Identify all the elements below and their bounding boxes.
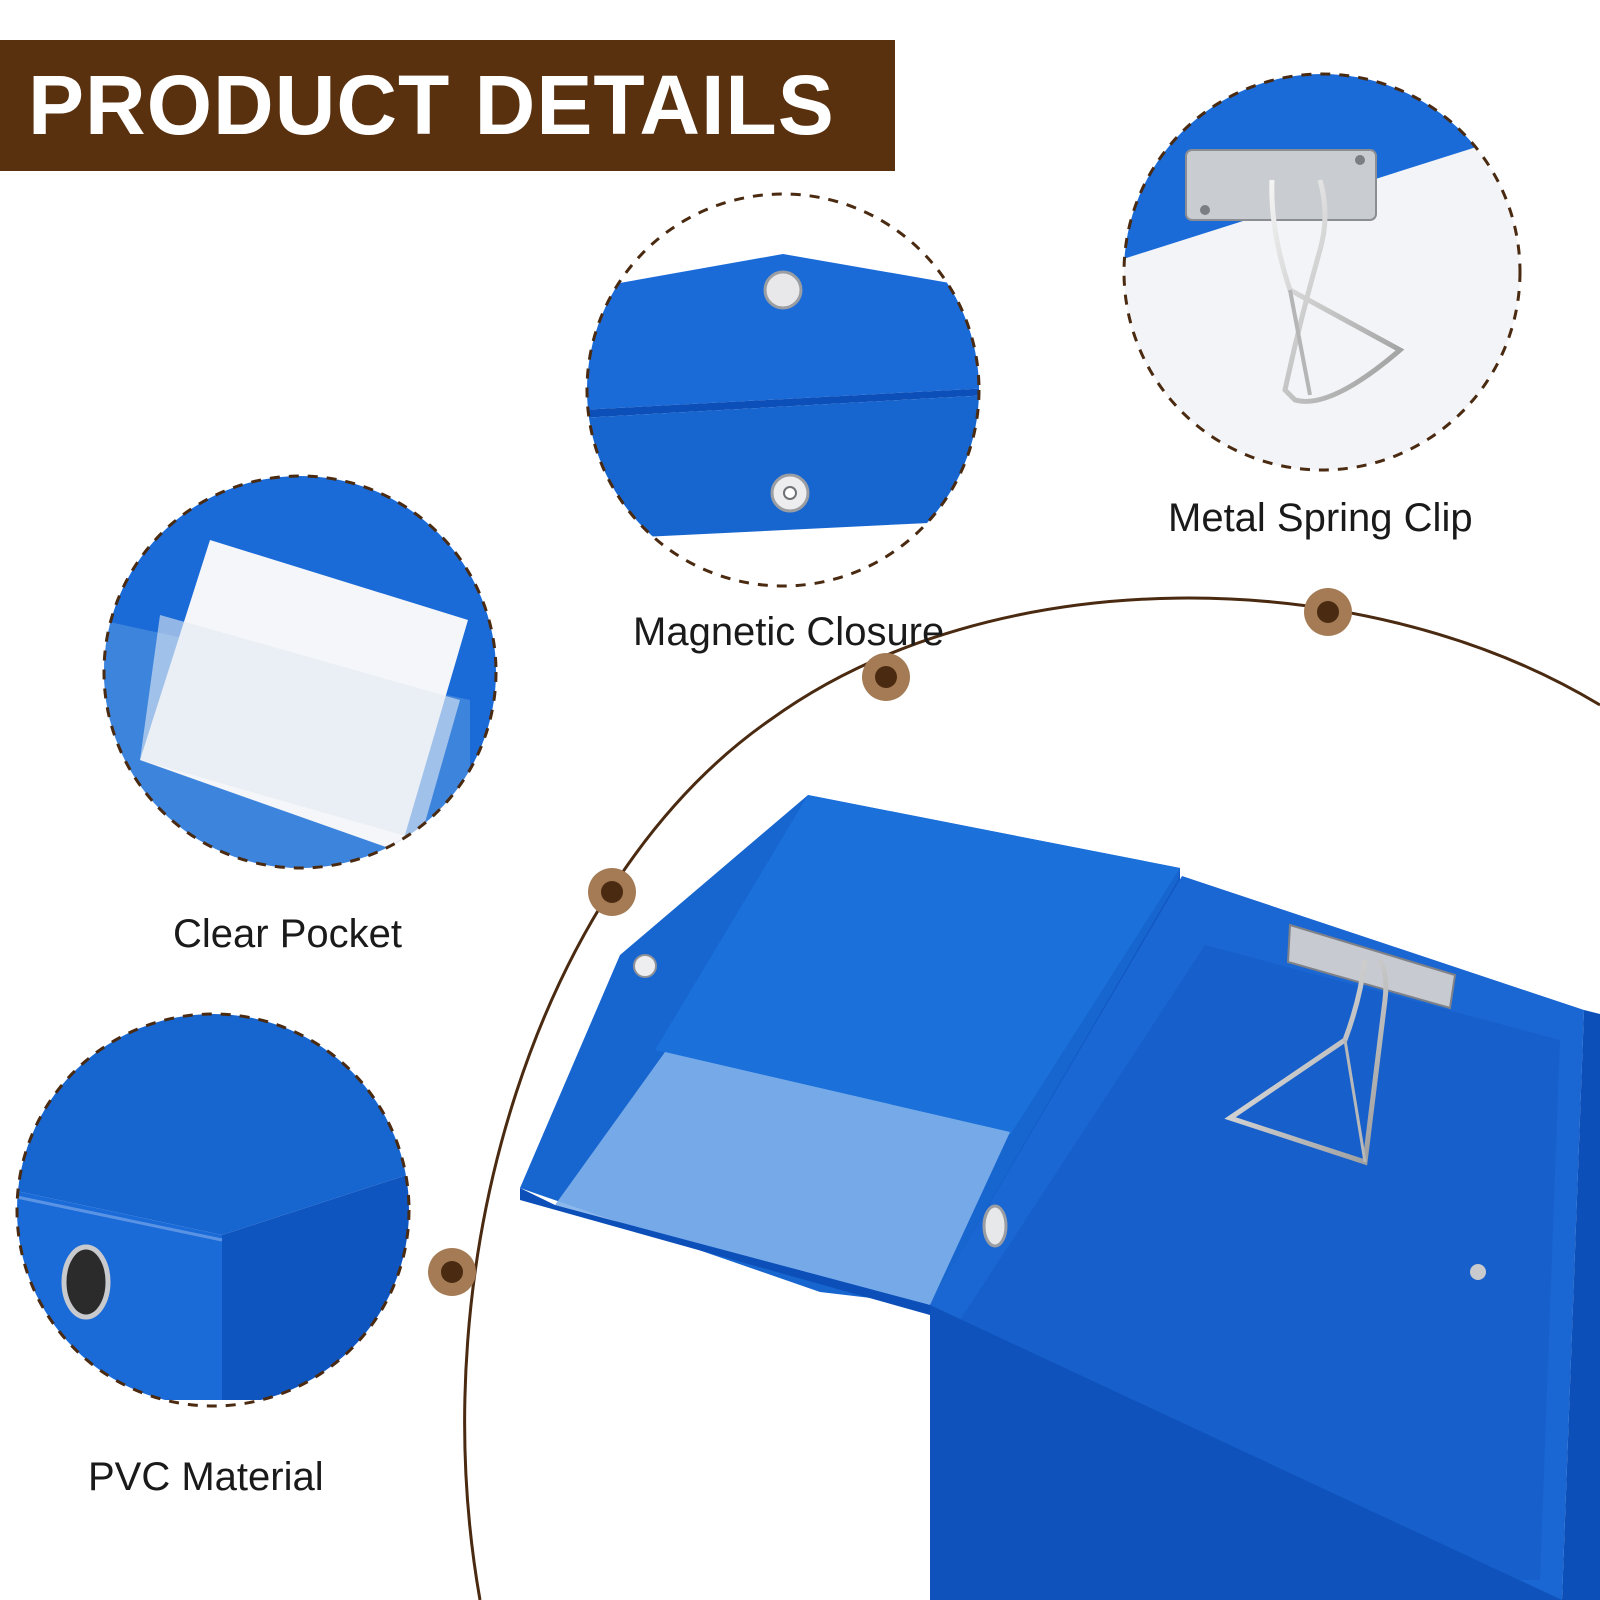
spring-clip-image [1122,72,1522,472]
arc-dot-clip [1304,588,1352,636]
clear-pocket-image [102,474,498,870]
box-wall-right [1562,1010,1600,1600]
feature-label-clear-pocket: Clear Pocket [173,912,402,956]
arc-dot-magnetic [862,653,910,701]
feature-label-spring-clip: Metal Spring Clip [1168,496,1473,540]
box-wall-front [930,1305,1562,1600]
feature-label-magnetic-closure: Magnetic Closure [633,610,945,654]
box-thumb-hole [982,1204,1008,1248]
magnetic-closure-image [585,192,981,588]
clip-wire [1224,958,1389,1166]
header-banner: PRODUCT DETAILS [0,40,895,171]
lid-clear-pocket [555,1052,1010,1305]
page-title: PRODUCT DETAILS [28,58,835,152]
lid-magnet [633,954,657,978]
arc-dot-pocket [588,868,636,916]
box-file-image [520,795,1600,1600]
feature-label-pvc-material: PVC Material [88,1455,324,1499]
arc-dot-pvc [428,1248,476,1296]
pvc-material-image [15,1012,411,1408]
clip-plate [1286,923,1457,1010]
